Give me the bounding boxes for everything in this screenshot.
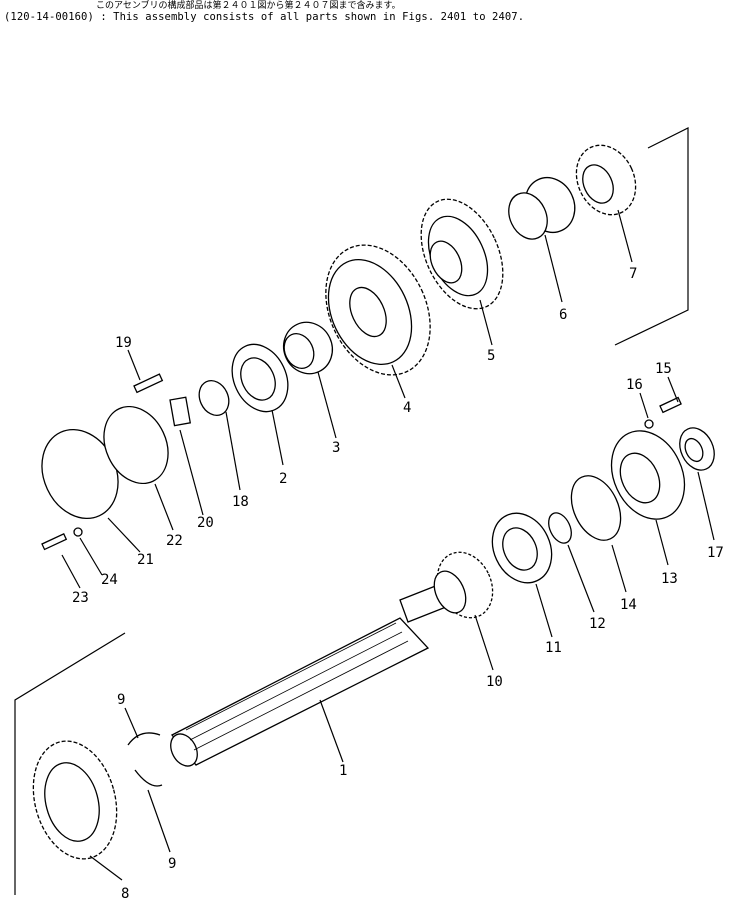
group-bracket-lower <box>14 632 126 895</box>
callout-24: 24 <box>101 572 118 588</box>
callout-16: 16 <box>626 377 643 393</box>
callout-2: 2 <box>279 471 287 487</box>
part-1-shaft <box>170 584 447 767</box>
callout-9a: 9 <box>117 692 125 708</box>
group-bracket-upper <box>614 127 689 346</box>
part-24-washer <box>73 527 103 576</box>
callout-6: 6 <box>559 307 567 323</box>
callout-8: 8 <box>121 886 129 899</box>
part-11-bearing <box>491 512 553 638</box>
callout-18: 18 <box>232 494 249 510</box>
callout-7: 7 <box>629 266 637 282</box>
callout-1: 1 <box>339 763 347 779</box>
part-13-cage <box>610 430 686 566</box>
callout-22: 22 <box>166 533 183 549</box>
callout-3: 3 <box>332 440 340 456</box>
callout-12: 12 <box>589 616 606 632</box>
part-17-oil-seal <box>679 427 715 541</box>
part-16-washer <box>639 392 654 429</box>
callout-17: 17 <box>707 545 724 561</box>
part-8-gear <box>32 740 123 881</box>
header-note-english: (120-14-00160) : This assembly consists … <box>4 11 525 23</box>
part-3-spacer <box>282 321 337 439</box>
callout-20: 20 <box>197 515 214 531</box>
part-14-o-ring <box>570 475 627 593</box>
callout-23: 23 <box>72 590 89 606</box>
callout-21: 21 <box>137 552 154 568</box>
header-note-japanese: このアセンブリの構成部品は第２４０１図から第２４０７図まで含みます。 <box>96 1 401 11</box>
part-7-gear <box>575 144 637 263</box>
part-10-roller-bearing <box>433 551 494 671</box>
part-22-o-ring <box>103 405 174 531</box>
callout-11: 11 <box>545 640 562 656</box>
part-6-sleeve <box>508 177 576 303</box>
part-4-gear <box>325 244 431 399</box>
part-2-bearing <box>231 343 289 466</box>
callout-5: 5 <box>487 348 495 364</box>
part-5-gear <box>420 198 504 346</box>
part-9-snap-rings <box>124 707 171 853</box>
callout-14: 14 <box>620 597 637 613</box>
callout-15: 15 <box>655 361 672 377</box>
part-19-bolt <box>127 349 164 394</box>
part-23-bolt <box>41 532 81 589</box>
part-18-plate <box>198 379 241 491</box>
callout-19: 19 <box>115 335 132 351</box>
callout-4: 4 <box>403 400 411 416</box>
callout-9b: 9 <box>168 856 176 872</box>
part-20-lock-plate <box>169 396 204 516</box>
part-15-bolt <box>659 376 682 414</box>
part-12-snap-ring <box>548 512 595 613</box>
callout-13: 13 <box>661 571 678 587</box>
callout-10: 10 <box>486 674 503 690</box>
